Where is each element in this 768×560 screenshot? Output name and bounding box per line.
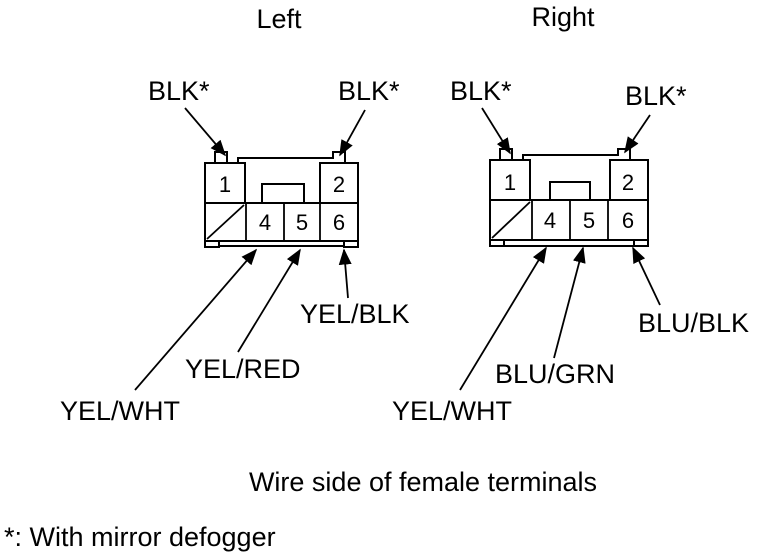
right-pin5-wire-label: BLU/GRN [495, 359, 615, 389]
right-latch [549, 181, 591, 201]
left-pin2-arrow [339, 109, 366, 157]
right-pin5-arrow [553, 246, 586, 359]
left-pin-4: 4 [259, 210, 271, 235]
left-pin-2: 2 [333, 172, 345, 197]
left-pin5-wire-label: YEL/RED [185, 354, 301, 384]
left-pin-5: 5 [296, 210, 308, 235]
right-pin2-arrow [624, 114, 651, 154]
left-pin6-arrow [338, 248, 352, 299]
right-pin-1: 1 [504, 170, 516, 195]
right-cavity-2 [609, 159, 649, 201]
left-pin6-wire-label: YEL/BLK [300, 299, 410, 329]
left-pin4-wire-label: YEL/WHT [60, 396, 180, 426]
right-connector: 1 2 4 5 6 [489, 148, 649, 247]
right-pin6-wire-label: BLU/BLK [638, 308, 749, 338]
left-pin-6: 6 [333, 210, 345, 235]
right-pin-5: 5 [583, 208, 595, 233]
right-pin1-wire-label: BLK* [450, 76, 512, 106]
left-title: Left [256, 4, 302, 34]
right-cavity-1 [489, 159, 531, 201]
left-pin1-wire-label: BLK* [148, 76, 210, 106]
right-pin2-wire-label: BLK* [625, 81, 687, 111]
right-pin1-arrow [481, 107, 511, 155]
right-pin-2: 2 [622, 170, 634, 195]
right-pin4-wire-label: YEL/WHT [392, 396, 512, 426]
left-blank-cavity [206, 204, 245, 240]
footnote: *: With mirror defogger [4, 522, 276, 552]
right-pin6-arrow [632, 246, 661, 306]
right-pin-6: 6 [622, 208, 634, 233]
right-pin-4: 4 [544, 208, 556, 233]
diagram-caption: Wire side of female terminals [249, 467, 597, 497]
right-title: Right [531, 2, 595, 32]
right-blank-cavity [491, 201, 531, 239]
left-pin-1: 1 [219, 172, 231, 197]
left-connector: 1 2 4 5 6 [204, 151, 359, 248]
left-pin2-wire-label: BLK* [338, 76, 400, 106]
left-pin4-arrow [134, 248, 258, 391]
left-latch [261, 183, 305, 204]
left-pin5-arrow [237, 248, 301, 353]
right-pin4-arrow [459, 246, 547, 391]
left-pin1-arrow [184, 107, 227, 157]
